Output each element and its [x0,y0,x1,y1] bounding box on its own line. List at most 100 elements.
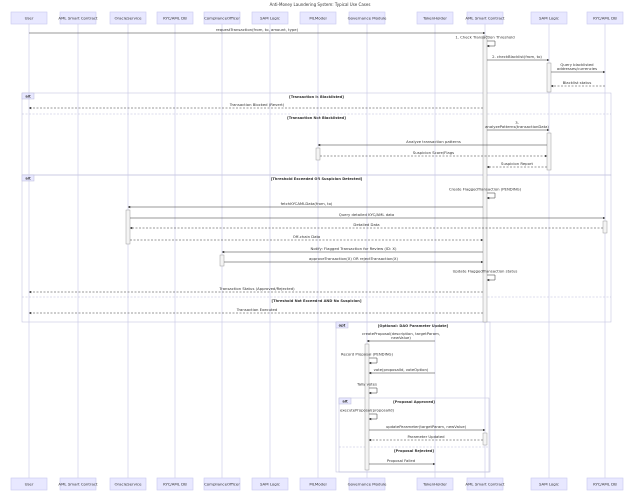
frame-tag-box [338,397,352,405]
frame-tag: alt [25,176,31,180]
message: 2. checkBlacklist(from, to) [487,54,550,62]
frame-border [21,174,612,323]
actor-label: OracleService [114,15,142,20]
actor-label: KYC/AML DB [163,481,187,486]
message: Suspicion Report [486,161,547,169]
actor-ml-top: MLModel [299,11,337,25]
message-label: Blacklist status [563,80,592,85]
lifelines-layer [28,24,606,478]
message-label: requestTransaction(from, to, amount, typ… [216,27,299,32]
frame-tag: opt [339,323,346,327]
message: Blacklist status [550,80,605,88]
actor-box [10,11,48,25]
message: 3.analyzePatterns(transactionData) [485,120,549,132]
actor-label: KYC/AML DB [593,481,617,486]
actor-kycdb2-top: KYC/AML DB [586,11,624,25]
actor-label: TokenHolder [422,481,447,486]
actor-box [59,477,97,491]
message: createProposal(description, targetParam,… [362,331,440,343]
message-label: Transaction Status (Approved/Rejected) [218,286,295,291]
message-label: executeProposal(proposalId) [340,408,394,413]
self-message-arrow [368,387,378,395]
actor-box [416,11,454,25]
message: vote(proposalId, voteOption) [368,367,435,375]
actor-kycdb1-top: KYC/AML DB [156,11,194,25]
actor-sam2-bottom: SAM Logic [530,477,568,491]
activation-bar-gov [364,343,370,471]
actor-box [109,11,147,25]
message-label: Off-chain Data [293,234,321,239]
actor-label: User [25,15,34,20]
message-label: 3.analyzePatterns(transactionData) [485,120,549,129]
message-label: Detailed Data [353,222,379,227]
actor-box [586,11,624,25]
diagram-title: Anti-Money Laundering System: Typical Us… [270,2,371,7]
actor-box [348,11,386,25]
activation-bar-oracle [125,209,131,245]
message: Parameter Updated [368,434,483,442]
message-label: Tally votes [356,382,377,387]
activation-bar-kycdb2 [602,220,608,234]
actor-box [348,477,386,491]
frame-border [338,397,490,473]
message: Transaction Blocked (Revert) [28,102,483,110]
actor-label: SAM Logic [260,481,280,486]
actor-user-top: User [10,11,48,25]
message-label: 2. checkBlacklist(from, to) [492,54,542,59]
activations-layer [125,35,608,471]
actor-box [530,11,568,25]
actor-box [203,11,241,25]
frame-tag-box [21,92,35,100]
actor-box [530,477,568,491]
actor-box [10,477,48,491]
message: Notify: Flagged Transaction for Review (… [221,246,483,254]
actor-label: MLModel [309,481,326,486]
actor-officer-bottom: ComplianceOfficer [203,477,240,491]
self-message-arrow [368,357,378,365]
frame-condition: [Proposal Rejected] [394,449,434,453]
actor-kycdb1-bottom: KYC/AML DB [156,477,194,491]
actor-box [586,477,624,491]
actor-sam1-top: SAM Logic [251,11,289,25]
activation-bar-aml2 [482,35,488,323]
actor-box [416,477,454,491]
actor-label: KYC/AML DB [163,15,187,20]
message-label: Create FlaggedTransaction (PENDING) [449,187,522,192]
message: Tally votes [356,382,378,395]
message: Transaction Status (Approved/Rejected) [28,286,483,294]
frame-condition: [Optional: DAO Parameter Update] [378,324,449,328]
message-label: vote(proposalId, voteOption) [374,367,429,372]
message: executeProposal(proposalId) [340,408,395,421]
frame-condition: [Threshold Exceeded OR Suspicion Detecte… [271,177,363,181]
actor-box [251,477,289,491]
frame-tag-box [335,321,349,329]
message: Record Proposal (PENDING) [341,352,394,365]
frame-alt: alt[Proposal Approved][Proposal Rejected… [338,397,490,473]
actor-label: Governance Module [348,481,387,486]
actor-label: ComplianceOfficer [204,15,240,20]
message-label: Proposal Failed [387,458,416,463]
actor-box [299,11,337,25]
message: Transaction Executed [28,307,483,315]
actor-box [156,477,194,491]
actor-sam1-bottom: SAM Logic [251,477,289,491]
actor-oracle-top: OracleService [109,11,147,25]
message: Query detailed KYC/AML data [130,212,606,220]
actor-label: Governance Module [348,15,387,20]
message: Create FlaggedTransaction (PENDING) [449,187,522,200]
message-label: updateParameter(targetParam, newValue) [386,424,467,429]
message-label: Parameter Updated [407,434,445,439]
actor-gov-bottom: Governance Module [348,477,387,491]
frame-tag: alt [342,399,348,403]
actor-label: AML Smart Contract [465,481,505,486]
actor-label: KYC/AML DB [593,15,617,20]
actor-ml-bottom: MLModel [299,477,337,491]
actor-oracle-bottom: OracleService [109,477,147,491]
actor-label: AML Smart Contract [58,481,98,486]
message: requestTransaction(from, to, amount, typ… [29,27,486,35]
actor-gov-top: Governance Module [348,11,387,25]
message: fetchKYCAMLData(from, to) [127,201,483,209]
